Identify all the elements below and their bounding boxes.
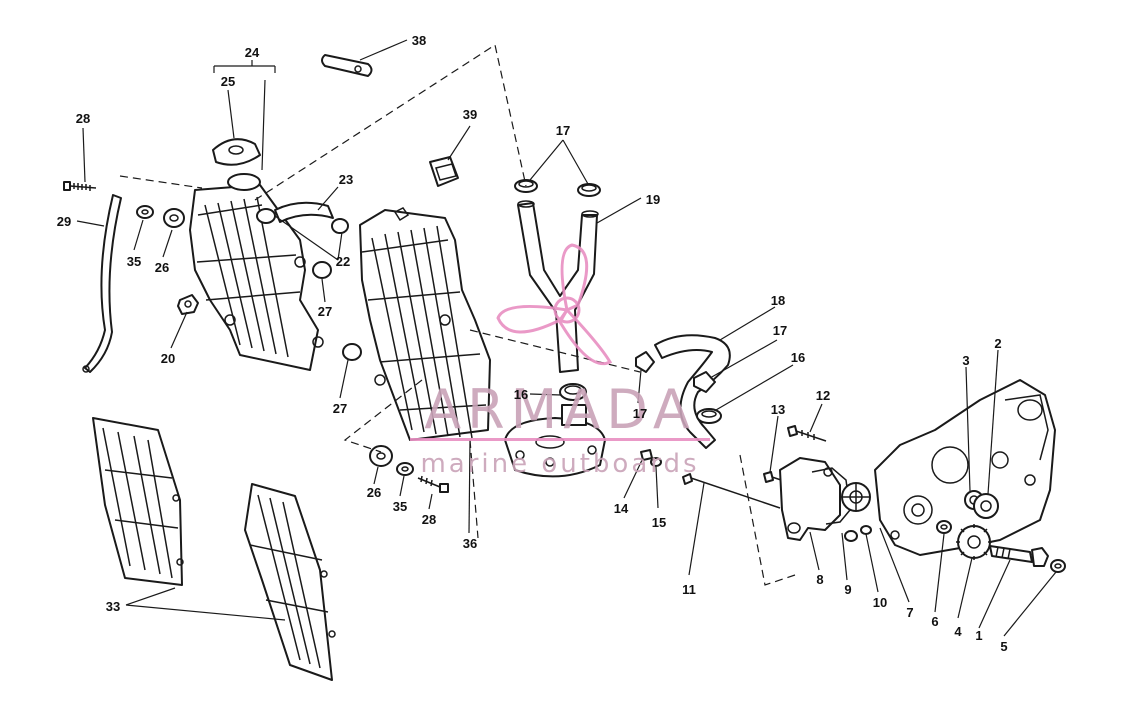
propeller-logo-icon — [496, 243, 613, 365]
callout-26-right: 26 — [367, 485, 381, 500]
callout-39: 39 — [463, 107, 477, 122]
callout-33: 33 — [106, 599, 120, 614]
callout-3: 3 — [962, 353, 969, 368]
callout-38: 38 — [412, 33, 426, 48]
hose-clamp-upper-right — [577, 183, 601, 197]
callout-25: 25 — [221, 74, 235, 89]
callout-35-left: 35 — [127, 254, 141, 269]
small-screw — [640, 449, 653, 461]
hose-clamp-curved-upper — [635, 351, 655, 373]
callout-18: 18 — [771, 293, 785, 308]
callout-1: 1 — [975, 628, 982, 643]
y-hose — [517, 200, 599, 373]
hose-clamp-curved-lower — [696, 408, 722, 424]
leader-lines — [76, 39, 1057, 637]
rubber-grommet-left — [163, 208, 185, 228]
callout-17-ycross: 17 — [556, 123, 570, 138]
hose-clamp-right-radiator — [331, 218, 349, 234]
callout-6: 6 — [931, 614, 938, 629]
callout-14: 14 — [614, 501, 629, 516]
callout-labels: 1 2 3 4 5 6 7 8 9 10 11 12 13 14 15 16 1… — [57, 33, 1008, 654]
overflow-hose — [82, 194, 122, 373]
callout-5: 5 — [1000, 639, 1007, 654]
hose-clamp-thermostat — [559, 383, 587, 401]
callout-27-right: 27 — [333, 401, 347, 416]
callout-20: 20 — [161, 351, 175, 366]
right-radiator — [359, 207, 491, 441]
long-screw — [682, 473, 781, 509]
radiator-guard-right — [244, 483, 336, 681]
callout-29: 29 — [57, 214, 71, 229]
callout-19: 19 — [646, 192, 660, 207]
callout-12: 12 — [816, 388, 830, 403]
rubber-grommet-right — [369, 445, 393, 467]
watermark: ARMADA marine outboards — [410, 243, 710, 479]
left-radiator — [189, 184, 324, 371]
callout-16-hose: 16 — [791, 350, 805, 365]
radiator-filler-neck — [227, 173, 276, 224]
callout-10: 10 — [873, 595, 887, 610]
callout-7: 7 — [906, 605, 913, 620]
callout-36: 36 — [463, 536, 477, 551]
callout-35-right: 35 — [393, 499, 407, 514]
pump-impeller — [841, 482, 871, 512]
watermark-subtitle: marine outboards — [420, 449, 699, 479]
crankcase-cover — [874, 379, 1056, 556]
callout-16-cylinder: 16 — [514, 387, 528, 402]
pump-shaft-nut — [1031, 547, 1049, 567]
pump-washer — [936, 520, 952, 534]
callout-27-left: 27 — [318, 304, 332, 319]
callout-28-right: 28 — [422, 512, 436, 527]
shaft-end-washer — [1050, 559, 1066, 573]
water-pump-cover — [779, 457, 841, 541]
washer-left — [136, 205, 154, 219]
grommet-right-radiator — [342, 343, 362, 361]
callout-8: 8 — [816, 572, 823, 587]
callout-24: 24 — [245, 45, 260, 60]
callout-17-hose: 17 — [773, 323, 787, 338]
callout-9: 9 — [844, 582, 851, 597]
callout-11: 11 — [682, 582, 696, 597]
callout-15: 15 — [652, 515, 666, 530]
callout-26-left: 26 — [155, 260, 169, 275]
small-washer — [650, 457, 662, 467]
rubber-plug — [429, 156, 459, 187]
bleed-hose — [274, 201, 334, 223]
callout-17-lower: 17 — [633, 406, 647, 421]
callout-2: 2 — [994, 336, 1001, 351]
cylinder-head — [504, 404, 606, 478]
pump-shaft — [989, 545, 1033, 563]
mounting-screw-right — [417, 475, 449, 493]
radiator-cap — [212, 138, 261, 166]
pump-screw — [787, 425, 827, 442]
callout-13: 13 — [771, 402, 785, 417]
hose-bracket — [321, 54, 373, 77]
radiator-guard-left — [92, 417, 184, 586]
callout-4: 4 — [954, 624, 962, 639]
washer-right — [396, 462, 414, 476]
spacer-block — [177, 294, 199, 315]
drive-gear-large — [973, 493, 999, 519]
hose-clamp-curved-middle — [693, 371, 716, 393]
assembly-lines — [119, 44, 796, 586]
pump-drive-gear — [956, 524, 992, 560]
pump-oring — [860, 525, 872, 535]
callout-22: 22 — [336, 254, 350, 269]
mounting-screw-left — [63, 181, 97, 191]
grommet-center — [312, 261, 332, 279]
pump-seal — [844, 530, 858, 542]
callout-23: 23 — [339, 172, 353, 187]
watermark-title: ARMADA — [424, 378, 696, 441]
callout-28-left: 28 — [76, 111, 90, 126]
